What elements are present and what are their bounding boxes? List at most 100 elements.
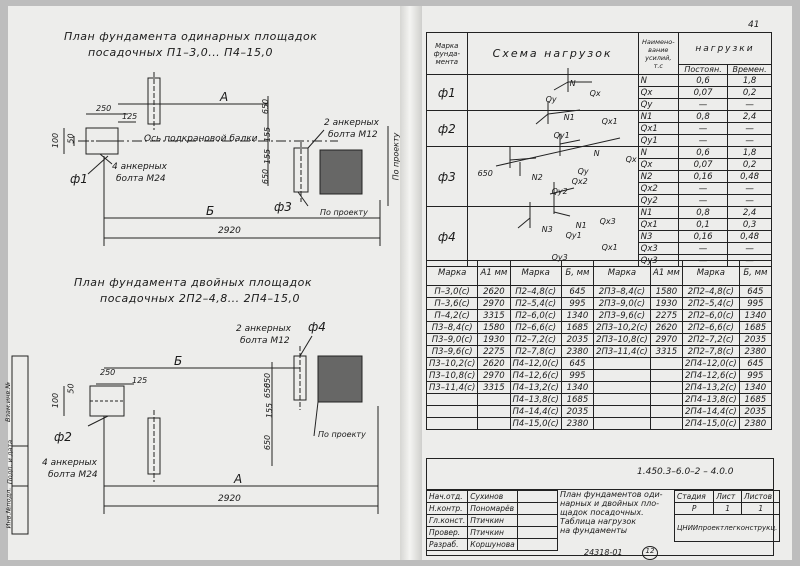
tb-role: Гл.конст. [425, 514, 469, 527]
marks-cell: 2П3–9,0(с) [593, 297, 651, 310]
plan2-anchors-m24-l2: болта М24 [48, 470, 98, 480]
marks-cell: 2П4–13,2(с) [682, 381, 740, 394]
marks-cell: 1685 [560, 393, 595, 406]
f2-label-qx1: Qx1 [601, 117, 618, 126]
f4-label-qy1: Qy1 [565, 231, 582, 240]
marks-cell: П2–5,4(с) [509, 297, 562, 310]
tb-desc-l5: на фундаменты [560, 526, 628, 535]
marks-cell: П4–12,0(с) [509, 357, 562, 370]
loads-h-mark: Марка фунда-мента [426, 32, 468, 75]
plan1-dim-2920: 2920 [218, 226, 241, 236]
footer-circle: 12 [642, 546, 658, 560]
marks-cell: 2П4–13,8(с) [682, 393, 740, 406]
tb-sheet-h: Лист [713, 490, 743, 503]
plan1-title-line1: План фундамента одинарных площадок [64, 30, 318, 43]
plan2-by-project: По проекту [318, 430, 366, 439]
marks-cell: П4–14,4(с) [509, 405, 562, 418]
loads-f2-r2-name: Qy1 [637, 134, 679, 147]
marks-cell: 2620 [477, 357, 511, 370]
marks-cell: П4–13,2(с) [509, 381, 562, 394]
marks-table: Марка A1 мм Марка Б, мм Марка A1 мм Марк… [425, 260, 773, 430]
loads-f2-r2-const: — [677, 134, 729, 147]
plan1-by-project-h: По проекту [320, 208, 368, 217]
f3-label-qy: Qy [577, 167, 589, 176]
marks-h-0: Марка [425, 260, 479, 286]
marks-cell: 1930 [649, 297, 684, 310]
f1-label-qx: Qx [589, 89, 601, 98]
marks-header-row: Марка A1 мм Марка Б, мм Марка A1 мм Марк… [425, 260, 773, 286]
tb-person: Сухинов [467, 490, 518, 503]
table-row: Нач.отд.Сухинов [425, 490, 559, 503]
marks-cell [477, 405, 511, 418]
loads-f3-r2-temp: 0,48 [727, 170, 772, 183]
f1-label-qy: Qy [545, 95, 557, 104]
marks-h-1: A1 мм [477, 260, 511, 286]
tb-role: Провер. [425, 526, 469, 539]
marks-cell [649, 381, 684, 394]
f3-label-n: N [593, 149, 600, 158]
f1-label-n: N [569, 79, 576, 88]
marks-h-7: Б, мм [738, 260, 773, 286]
tb-stage-table: Стадия Лист Листов Р 1 1 ЦНИИпроектлегко… [673, 490, 781, 542]
loads-f4-r1-name: Qx1 [637, 218, 679, 231]
tb-signature-cell [516, 538, 559, 551]
plan2-title-line2: посадочных 2П2–4,8... 2П4–15,0 [100, 292, 300, 305]
f2-label-n1: N1 [563, 113, 575, 122]
loads-f3-r0-const: 0,6 [677, 146, 729, 159]
table-row: Н.контр.Пономарёв [425, 502, 559, 515]
plan1-dim-a: A [220, 90, 229, 104]
marks-cell: 645 [560, 285, 595, 298]
tb-signature-cell [516, 490, 559, 503]
marks-cell: 2П3–10,8(с) [593, 333, 651, 346]
table-row: Разраб.Коршунова [425, 538, 559, 551]
stamp-repl: Взам.инв.№ [4, 382, 12, 422]
marks-cell: 2970 [649, 333, 684, 346]
plan2-dim-650b: 650 [263, 382, 273, 399]
tb-code: 1.450.3–6.0–2 – 4.0.0 [637, 467, 734, 477]
marks-cell: 2380 [560, 417, 595, 430]
loads-f4-r2-name: N3 [637, 230, 679, 243]
marks-cell: П2–7,2(с) [509, 333, 562, 346]
tb-sheets-h: Листов [741, 490, 781, 503]
marks-h-6: Марка [682, 260, 740, 286]
marks-cell: 995 [738, 369, 773, 382]
plan1-dim-250: 250 [96, 104, 112, 113]
table-row: Гл.конст.Птичкин [425, 514, 559, 527]
plan1-crane-axis: Ось подкрановой балки [144, 134, 258, 144]
plan2-dim-2920: 2920 [218, 494, 241, 504]
loads-f2-r1-const: — [677, 122, 729, 135]
tb-person: Пономарёв [467, 502, 518, 515]
marks-cell [425, 393, 479, 406]
marks-h-4: Марка [593, 260, 651, 286]
tb-desc-l1: План фундаментов оди- [560, 490, 663, 499]
marks-cell: 2380 [738, 345, 773, 358]
marks-cell: 3315 [649, 345, 684, 358]
marks-cell: 2П2–6,6(с) [682, 321, 740, 334]
marks-cell: П3–8,4(с) [425, 321, 479, 334]
plan2-anchors-m12-l2: болта М12 [240, 336, 290, 346]
marks-cell: П4–13,8(с) [509, 393, 562, 406]
tb-signature-cell [516, 514, 559, 527]
loads-f1-mark: ф1 [426, 74, 468, 111]
plan1-dim-650b: 650 [261, 168, 271, 185]
f3-label-n2: N2 [531, 173, 543, 182]
footer-number: 24318-01 [584, 548, 623, 557]
marks-cell: П3–9,0(с) [425, 333, 479, 346]
loads-f2-r1-temp: — [727, 122, 772, 135]
marks-cell: 1930 [477, 333, 511, 346]
marks-cell: 645 [560, 357, 595, 370]
marks-cell: 2П3–10,2(с) [593, 321, 651, 334]
tb-stage: Р [673, 502, 715, 515]
marks-cell [477, 393, 511, 406]
plan2-dim-250: 250 [100, 368, 116, 377]
marks-cell: 1580 [649, 285, 684, 298]
tb-desc-l2: нарных и двойных пло- [560, 499, 660, 508]
plan1-dim-50: 50 [66, 133, 76, 144]
marks-cell: 2П4–14,4(с) [682, 405, 740, 418]
loads-f4-r3-const: — [677, 242, 729, 255]
marks-cell: 2275 [649, 309, 684, 322]
